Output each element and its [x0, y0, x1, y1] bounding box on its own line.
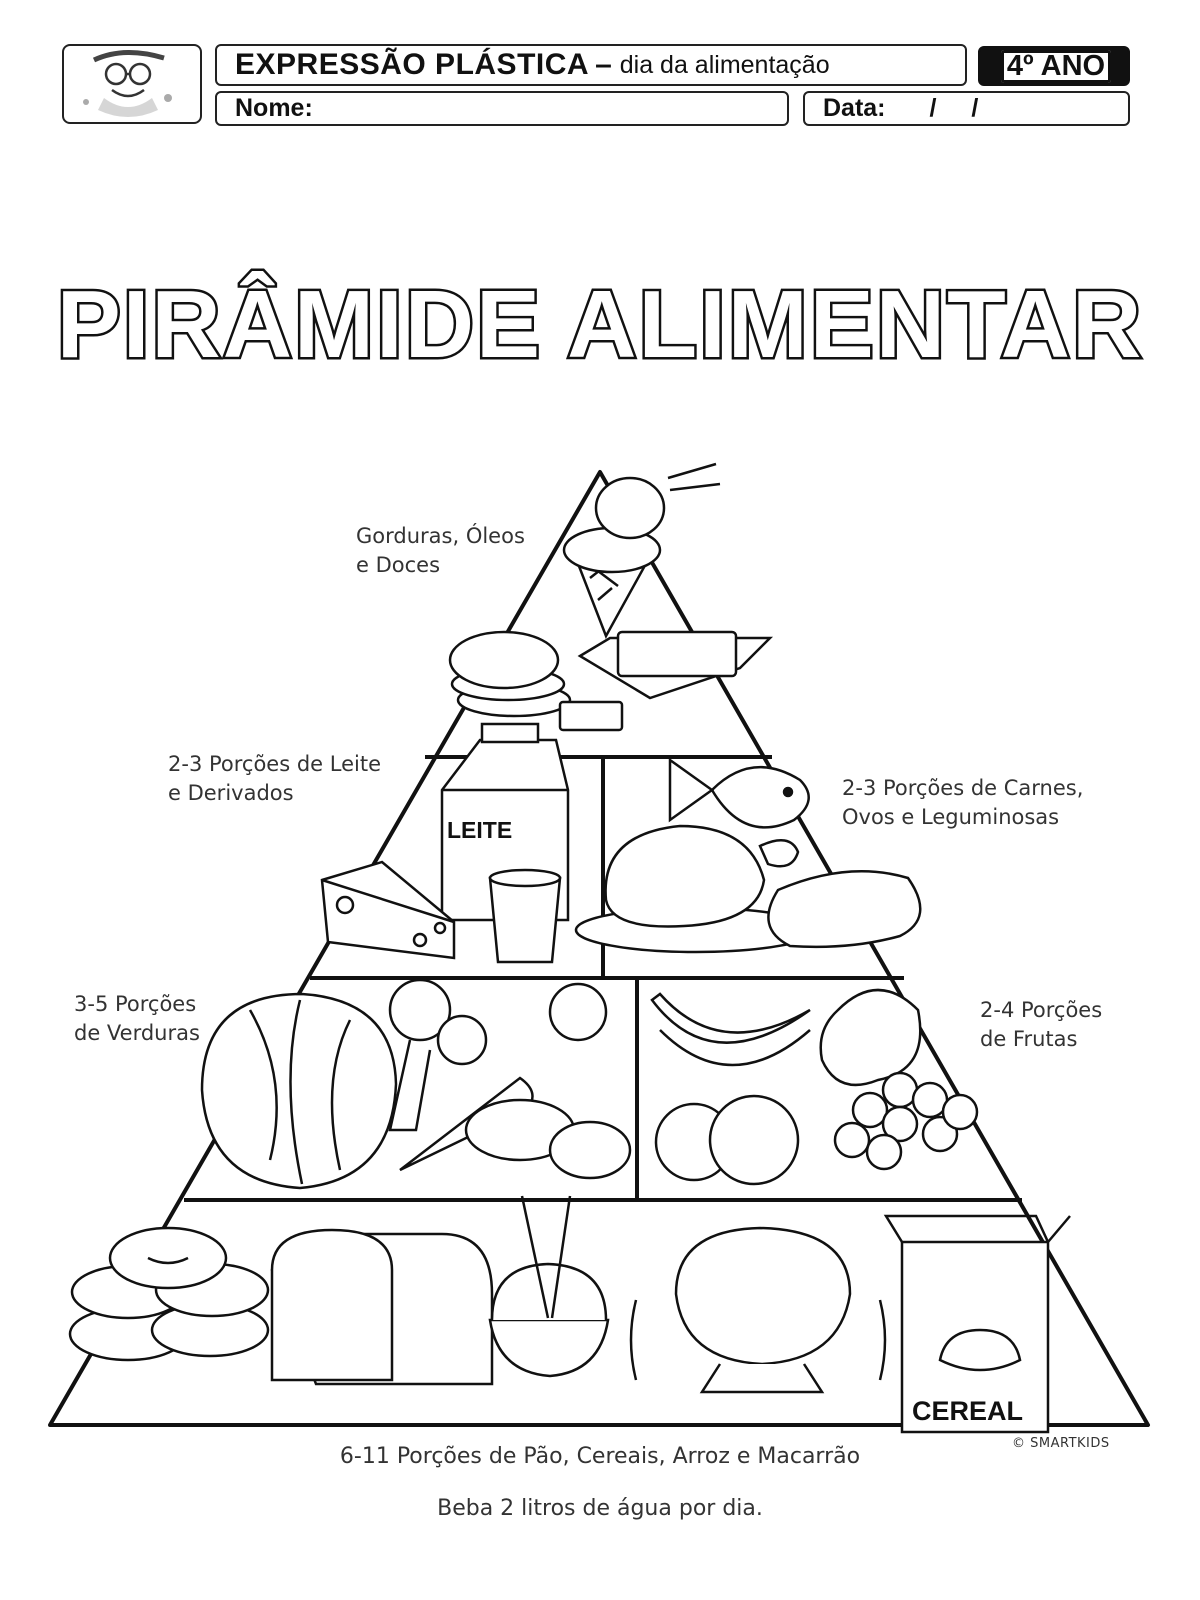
grapes-icon — [833, 1071, 979, 1171]
level-label-vegetables: 3-5 Porções de Verduras — [74, 990, 200, 1048]
chef-mascot-icon — [83, 49, 172, 117]
date-field[interactable]: Data: / / — [803, 91, 1130, 126]
page-title: PIRÂMIDE ALIMENTAR — [54, 269, 1144, 381]
base-level-label: 6-11 Porções de Pão, Cereais, Arroz e Ma… — [339, 1444, 861, 1469]
subject-label: EXPRESSÃO PLÁSTICA — [235, 48, 590, 81]
ice-cream-icon — [562, 462, 721, 639]
bagels-icon — [68, 1226, 270, 1362]
title-dash: – — [595, 48, 612, 81]
grade-badge: 4º ANO — [978, 46, 1130, 86]
pasta-bowl-icon — [629, 1226, 887, 1394]
greens-icon — [548, 982, 608, 1042]
cookies-icon — [448, 630, 572, 718]
glass-icon — [488, 868, 562, 964]
date-slashes: / / — [929, 94, 979, 122]
apples-icon — [654, 1094, 800, 1186]
level-label-dairy-line1: 2-3 Porções de Leite — [168, 752, 382, 776]
cheese-icon — [320, 860, 456, 960]
level-label-meats-line1: 2-3 Porções de Carnes, — [842, 776, 1084, 800]
level-label-meats-line2: Ovos e Leguminosas — [842, 805, 1060, 829]
fish-icon — [668, 757, 810, 829]
topic-label: dia da alimentação — [619, 50, 830, 79]
school-logo — [62, 44, 202, 124]
banana-icon — [650, 992, 811, 1067]
level-label-fats-line1: Gorduras, Óleos — [356, 524, 525, 548]
worksheet-title-box: EXPRESSÃO PLÁSTICA – dia da alimentação — [215, 44, 967, 86]
cereal-box-icon — [883, 1214, 1071, 1434]
level-label-fats: Gorduras, Óleos e Doces — [356, 522, 525, 580]
level-label-vegetables-line1: 3-5 Porções — [74, 992, 197, 1016]
date-label: Data: — [823, 94, 886, 122]
potato-icon — [464, 1098, 632, 1180]
roast-chicken-icon — [574, 824, 818, 954]
rice-bowl-icon — [488, 1195, 610, 1378]
water-note: Beba 2 litros de água por dia. — [437, 1496, 763, 1521]
level-label-fruits-line1: 2-4 Porções — [980, 998, 1103, 1022]
butter-icon — [558, 630, 774, 732]
level-label-vegetables-line2: de Verduras — [74, 1021, 200, 1045]
level-label-fats-line2: e Doces — [356, 553, 441, 577]
name-label: Nome: — [235, 94, 313, 122]
broccoli-icon — [388, 978, 488, 1132]
cereal-box-label: CEREAL — [912, 1396, 1023, 1426]
steak-icon — [767, 870, 922, 949]
milk-carton-label: LEITE — [447, 817, 512, 843]
credit-text: © SMARTKIDS — [1012, 1436, 1110, 1451]
bread-loaf-icon — [270, 1228, 494, 1386]
pear-icon — [819, 988, 922, 1087]
level-label-dairy-line2: e Derivados — [168, 781, 294, 805]
pyramid-outline — [48, 470, 1150, 1427]
grade-label: 4º ANO — [1000, 49, 1112, 83]
level-label-fruits-line2: de Frutas — [980, 1027, 1078, 1051]
name-field[interactable]: Nome: — [215, 91, 789, 126]
lettuce-icon — [200, 992, 398, 1190]
level-label-fruits: 2-4 Porções de Frutas — [980, 996, 1102, 1054]
level-label-meats: 2-3 Porções de Carnes, Ovos e Leguminosa… — [842, 774, 1083, 832]
level-label-dairy: 2-3 Porções de Leite e Derivados — [168, 750, 381, 808]
